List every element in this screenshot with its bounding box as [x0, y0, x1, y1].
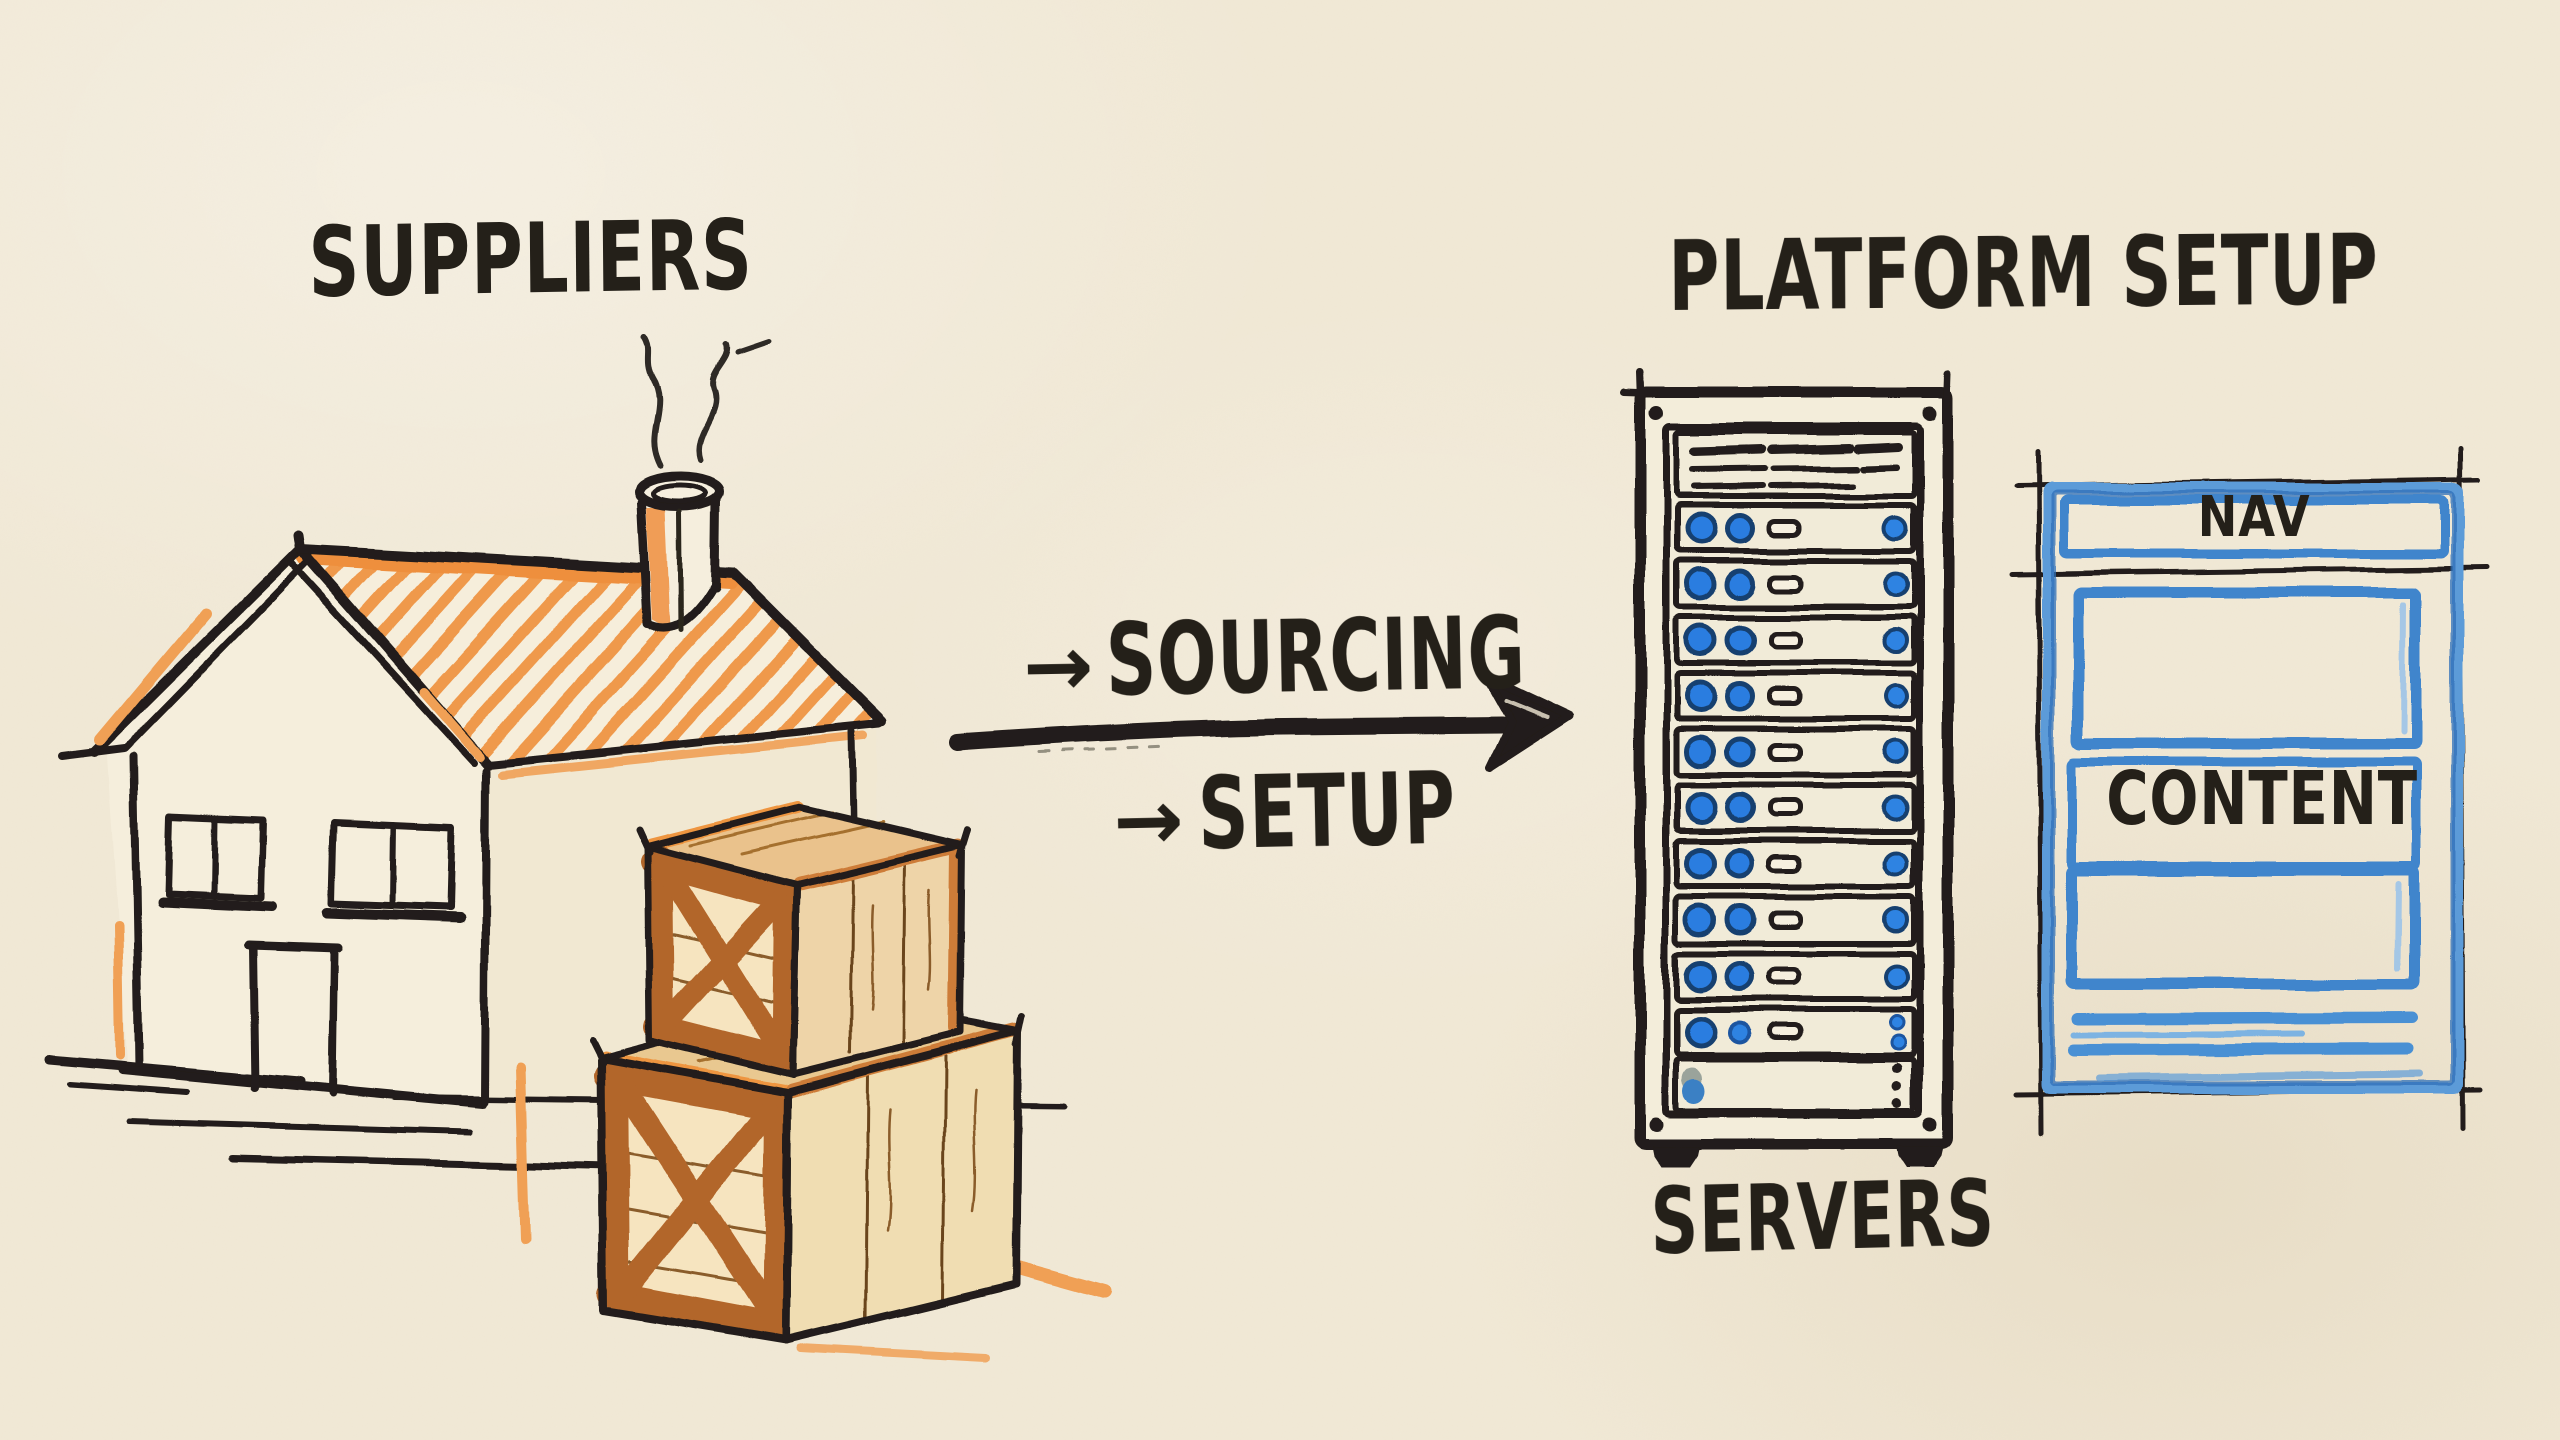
door [245, 940, 343, 1098]
suppliers-title: SUPPLIERS [307, 198, 754, 319]
sourcing-label: SOURCING [1105, 594, 1527, 719]
text-line [2071, 1031, 2305, 1038]
window [322, 818, 465, 923]
smoke-icon [641, 333, 773, 470]
server-unit-row [1676, 785, 1914, 831]
platform-title: PLATFORM SETUP [1667, 213, 2379, 333]
setup-step: →SETUP [1112, 749, 1567, 873]
wall-shadow-accent [113, 919, 125, 1061]
lower-box [2066, 864, 2420, 990]
server-rack-icon [1620, 368, 1954, 1168]
right-arrow-glyph: → [1022, 616, 1096, 716]
crates-icon [515, 801, 1111, 1362]
server-rows [1676, 505, 1914, 999]
flow-arrow-icon [949, 672, 1574, 772]
text-line [2072, 1012, 2418, 1025]
text-line [2068, 1043, 2414, 1056]
server-unit-row [1676, 505, 1914, 551]
screw-icon [1923, 1117, 1937, 1131]
server-unit-row-small [1673, 1006, 1917, 1058]
server-unit-row [1676, 561, 1914, 607]
server-unit-row [1676, 673, 1914, 719]
chimney-icon [634, 472, 724, 633]
window [157, 812, 277, 912]
server-unit-row [1676, 953, 1914, 999]
server-unit-row [1676, 897, 1914, 943]
servers-caption: SERVERS [1649, 1159, 1996, 1275]
rack-foot [1652, 1146, 1700, 1168]
hero-box [2072, 586, 2422, 750]
vent-panel [1673, 429, 1917, 499]
setup-label: SETUP [1197, 749, 1458, 873]
server-unit-row [1676, 841, 1914, 887]
nav-bar [2059, 495, 2449, 559]
rack-foot [1896, 1146, 1944, 1168]
screw-icon [1649, 406, 1663, 420]
screw-icon [1649, 1117, 1663, 1131]
rack-bottom-panel [1673, 1056, 1917, 1114]
right-arrow-glyph: → [1112, 770, 1186, 870]
server-unit-row [1676, 617, 1914, 663]
browser-wireframe-icon [2009, 445, 2491, 1137]
nav-label: NAV [2197, 485, 2311, 550]
server-unit-row [1676, 729, 1914, 775]
screw-icon [1923, 406, 1937, 420]
crate-top [636, 801, 972, 1078]
roof [58, 530, 887, 779]
content-label: CONTENT [2106, 756, 2418, 842]
sourcing-step: →SOURCING [1022, 594, 1707, 719]
